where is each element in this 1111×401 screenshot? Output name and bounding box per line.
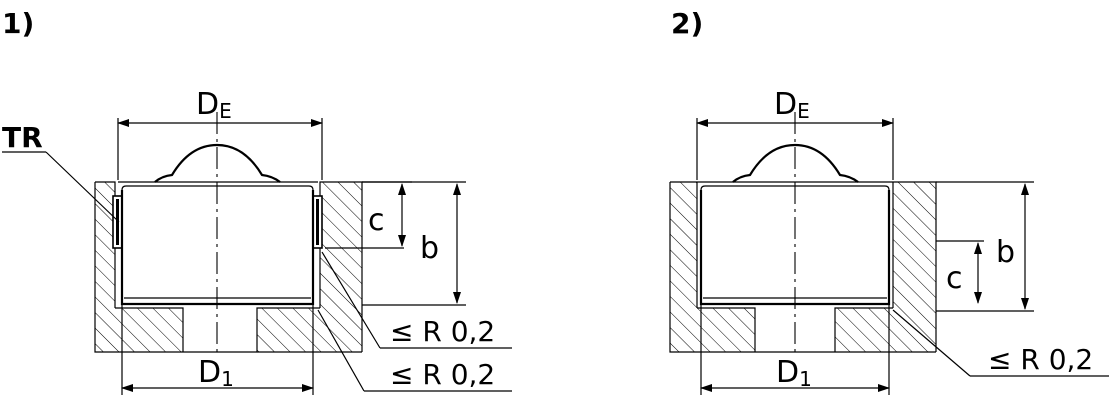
figure-1-housing <box>94 181 363 353</box>
figure-2-dim-c: c <box>936 240 984 304</box>
svg-text:TR: TR <box>2 121 43 154</box>
figure-2-housing <box>669 181 937 353</box>
figure-2-dim-d1: D1 <box>700 304 890 395</box>
svg-text:≤ R 0,2: ≤ R 0,2 <box>390 315 495 348</box>
figure-1-ball <box>154 143 281 183</box>
figure-2-ball <box>732 143 859 183</box>
figure-1-dim-b: b <box>362 181 466 306</box>
figure-2-dim-de: DE <box>696 87 894 180</box>
figure-2: 2) <box>669 7 1109 395</box>
tolerance-ring-left <box>112 195 123 249</box>
svg-text:DE: DE <box>774 87 810 123</box>
svg-text:c: c <box>368 203 385 238</box>
figure-1-radius-lower-callout: ≤ R 0,2 <box>317 309 512 392</box>
figure-2-radius-callout: ≤ R 0,2 <box>892 309 1109 377</box>
svg-text:≤ R 0,2: ≤ R 0,2 <box>390 358 495 391</box>
figure-1-tr-callout: TR <box>2 121 120 223</box>
figure-1-radius-upper-callout: ≤ R 0,2 <box>321 251 512 349</box>
svg-text:b: b <box>996 235 1015 270</box>
figure-2-dim-b: b <box>936 181 1034 312</box>
figure-1: 1) <box>2 7 512 395</box>
svg-text:≤ R 0,2: ≤ R 0,2 <box>988 343 1093 376</box>
figure-1-dim-d1: D1 <box>121 304 314 395</box>
svg-text:b: b <box>420 231 439 266</box>
figure-2-label: 2) <box>671 7 703 40</box>
figure-1-dim-de: DE <box>117 87 323 180</box>
tolerance-ring-right <box>312 195 323 249</box>
figure-1-label: 1) <box>2 7 34 40</box>
figure-1-unit-body <box>118 181 318 306</box>
svg-text:D1: D1 <box>776 355 812 391</box>
svg-text:D1: D1 <box>198 355 234 391</box>
svg-text:c: c <box>946 261 963 296</box>
svg-text:DE: DE <box>196 87 232 123</box>
